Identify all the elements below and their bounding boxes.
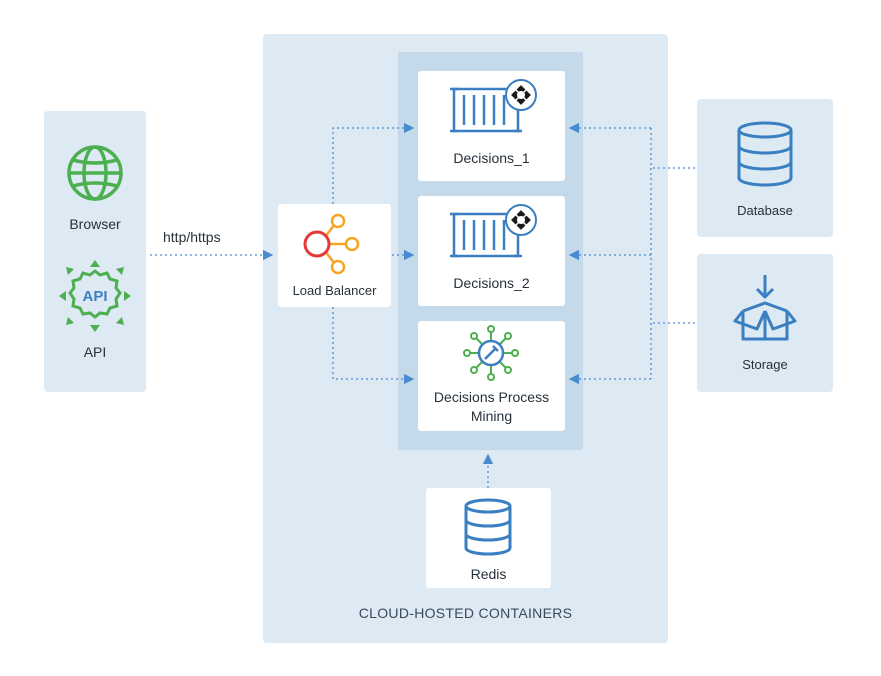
load-balancer-card: Load Balancer xyxy=(278,204,391,307)
api-gear-icon: API xyxy=(59,260,131,332)
arrow-lb-to-process-mining xyxy=(332,307,415,385)
edge-label-http: http/https xyxy=(163,229,221,245)
api-icon-text: API xyxy=(82,288,107,305)
browser-label: Browser xyxy=(69,216,121,232)
api-label: API xyxy=(83,344,107,360)
process-mining-card: Decisions Process Mining xyxy=(418,321,565,431)
load-balancer-icon xyxy=(303,213,360,275)
globe-icon xyxy=(67,145,123,201)
storage-label: Storage xyxy=(742,357,788,372)
redis-label: Redis xyxy=(470,566,507,582)
storage-box-icon xyxy=(733,275,797,341)
load-balancer-label: Load Balancer xyxy=(292,283,377,298)
decisions-1-card: Decisions_1 xyxy=(418,71,565,181)
database-label: Database xyxy=(737,203,793,218)
clients-panel xyxy=(44,111,146,392)
process-mining-icon xyxy=(463,325,519,381)
redis-card: Redis xyxy=(426,488,551,588)
helm-badge-icon xyxy=(505,204,537,236)
redis-database-icon xyxy=(464,498,512,556)
cloud-hosted-containers-caption: CLOUD-HOSTED CONTAINERS xyxy=(358,605,573,621)
helm-badge-icon xyxy=(505,79,537,111)
decisions-1-label: Decisions_1 xyxy=(453,150,530,166)
process-mining-label-line2: Mining xyxy=(470,408,513,424)
decisions-2-card: Decisions_2 xyxy=(418,196,565,306)
database-icon xyxy=(737,121,793,187)
arrow-lb-to-decisions-1 xyxy=(332,122,415,204)
process-mining-label-line1: Decisions Process xyxy=(433,389,550,405)
decisions-2-label: Decisions_2 xyxy=(453,275,530,291)
